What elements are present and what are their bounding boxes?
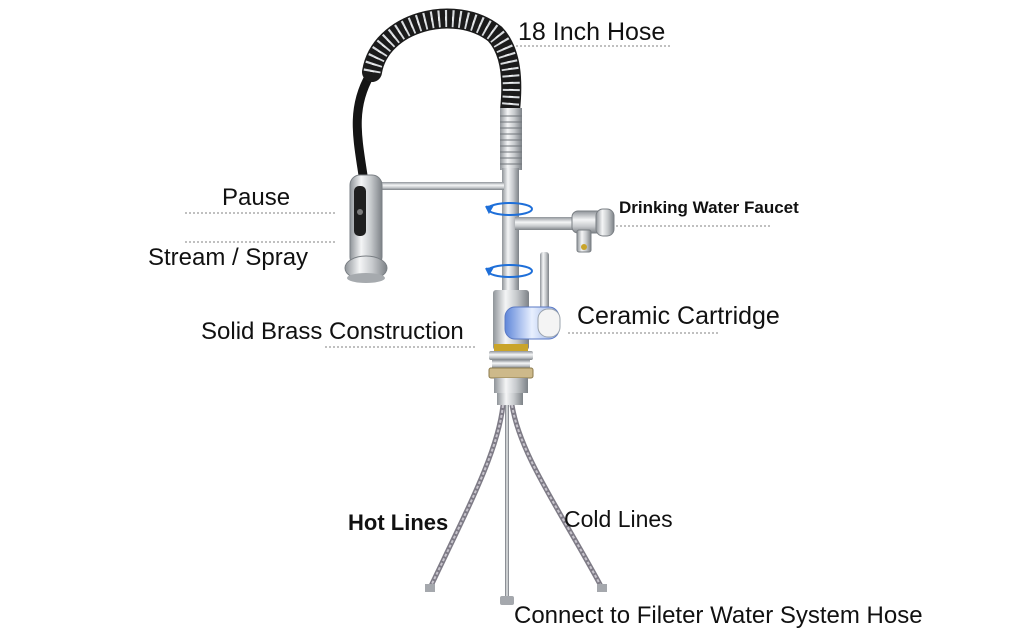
sprayer-head [344,174,388,283]
faucet-column [502,168,519,293]
label-connect-hose: Connect to Fileter Water System Hose [514,602,923,629]
label-drinking-water-faucet: Drinking Water Faucet [619,198,799,217]
rotation-arrow-icon [485,202,533,216]
hot-line [427,404,506,590]
handle-lever [540,252,549,317]
rotation-arrow-icon [485,264,533,278]
drinking-spout [515,208,615,253]
label-hot-lines: Hot Lines [348,510,449,535]
label-solid-brass-construction: Solid Brass Construction [201,318,464,345]
ceramic-cartridge-body [493,290,561,350]
brass-base [488,344,534,405]
cold-line [509,404,605,590]
sprayer-arm [372,182,504,190]
pull-down-hose [352,70,375,187]
spring-base [500,108,522,170]
label-pause: Pause [222,184,291,211]
label-ceramic-cartridge: Ceramic Cartridge [577,302,780,330]
label-cold-lines: Cold Lines [564,506,673,532]
spring-coil [362,8,522,120]
label-18-inch-hose: 18 Inch Hose [518,18,666,46]
supply-lines [425,404,607,605]
label-underlines [185,45,770,348]
label-stream-spray: Stream / Spray [148,244,309,271]
